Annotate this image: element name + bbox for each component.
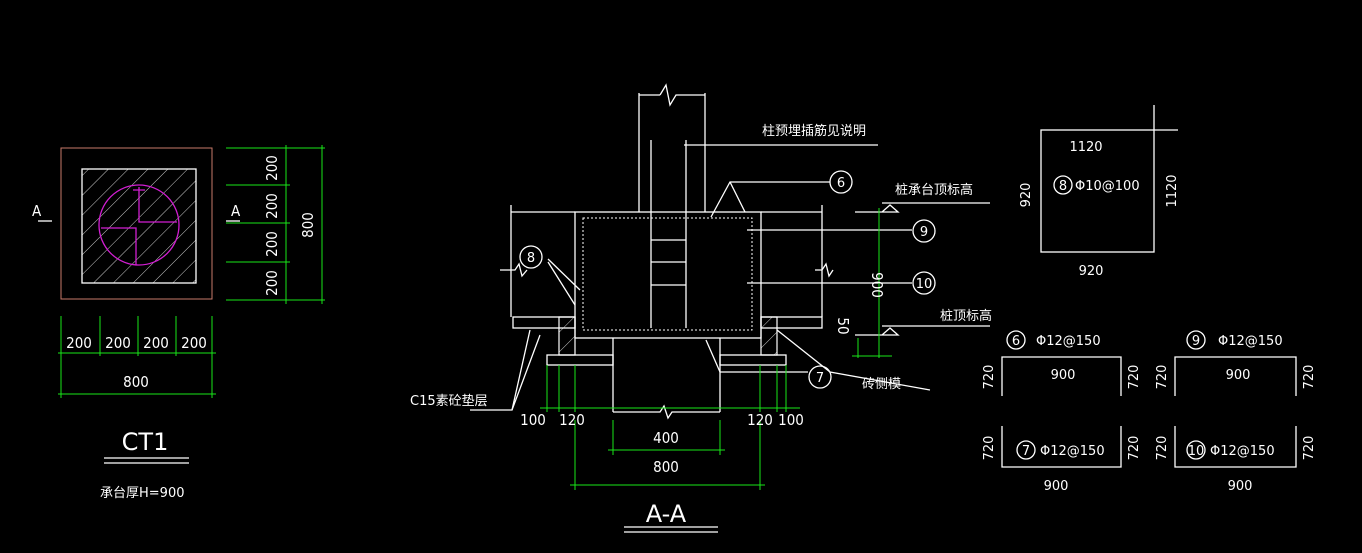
dim-400: 400 [653,429,679,447]
rebar-7-spec: Φ12@150 [1040,444,1105,459]
label-embed: 柱预埋插筋见说明 [762,123,866,139]
plan-dim-b1: 200 [66,334,92,352]
cushion-bottom-right [719,354,787,366]
label-cushion: C15素砼垫层 [410,393,488,409]
dim-800: 800 [653,458,679,476]
plan-dim-r4: 200 [263,270,281,296]
label-brick: 砖侧模 [862,377,901,392]
rebar-6-leg-l: 720 [982,365,997,390]
section-mark-left: A [32,202,42,220]
marker-6: 6 [837,176,845,191]
plan-dim-r1: 200 [263,155,281,181]
plan-view: A A 200 200 200 200 800 200 200 [32,145,325,501]
label-cap-top: 桩承台顶标高 [895,182,973,198]
dim-100-right: 100 [778,411,804,429]
rebar-10-leg-l: 720 [1155,436,1170,461]
rebar-10-no: 10 [1188,444,1205,459]
plan-dim-r2: 200 [263,193,281,219]
rebar-10-len: 900 [1228,479,1253,494]
rebar-schedule: 1120 920 920 1120 8 Φ10@100 6 Φ12@150 90… [982,105,1317,494]
rebar-7-leg-r: 720 [1127,436,1142,461]
rebar-8-shape [1040,129,1155,253]
cap-outline [60,147,213,300]
dim-100-left: 100 [520,411,546,429]
rebar-6-no: 6 [1012,334,1020,349]
pile [612,338,721,420]
marker-7: 7 [816,371,824,386]
rebar-8-no: 8 [1059,179,1067,194]
rebar-9-no: 9 [1192,334,1200,349]
plan-bottom-dims [58,316,216,398]
rebar-8-top: 1120 [1069,140,1102,155]
rebar-6-shape [1001,356,1122,396]
plan-dim-r-total: 800 [299,212,317,238]
rebar-7-len: 900 [1044,479,1069,494]
cushion-bottom-left [546,354,614,366]
rebar-7-shape [1001,426,1122,468]
cap-rebar [582,217,753,331]
rebar-9-shape [1174,356,1297,396]
pile-circle [98,184,180,266]
dim-50: 50 [834,317,852,334]
rebar-7-leg-l: 720 [982,436,997,461]
marker-10: 10 [916,277,933,292]
plan-dim-b3: 200 [143,334,169,352]
rebar-9-leg-r: 720 [1302,365,1317,390]
rebar-10-spec: Φ12@150 [1210,444,1275,459]
rebar-9-len: 900 [1226,368,1251,383]
rebar-8-bottom: 920 [1079,264,1104,279]
plan-dim-b2: 200 [105,334,131,352]
rebar-10-leg-r: 720 [1302,436,1317,461]
rebar-10-shape [1174,426,1297,468]
rebar-6-leg-r: 720 [1127,365,1142,390]
dim-900: 900 [868,272,886,298]
section-title: A-A [646,500,687,528]
pile-cap [574,211,762,339]
plan-dim-b-total: 800 [123,373,149,391]
section-dims [540,208,892,490]
rebar-9-spec: Φ12@150 [1218,334,1283,349]
dim-120-right: 120 [747,411,773,429]
plan-thickness-note: 承台厚H=900 [100,486,184,501]
section-view: 900 50 100 120 400 120 100 800 6 8 9 10 … [410,83,992,533]
rebar-8-right: 1120 [1165,174,1180,207]
rebar-9-leg-l: 720 [1155,365,1170,390]
rebar-6-len: 900 [1051,368,1076,383]
marker-8: 8 [527,251,535,266]
column [638,83,706,212]
section-mark-right: A [231,202,241,220]
plan-dim-r3: 200 [263,231,281,257]
pile-cross [101,187,177,265]
rebar-8-left: 920 [1019,183,1034,208]
label-pile-top: 桩顶标高 [940,308,992,324]
dim-120-left: 120 [559,411,585,429]
brick-forms [558,316,778,356]
rebar-8-spec: Φ10@100 [1075,179,1140,194]
plan-right-dims [226,145,325,304]
marker-9: 9 [920,225,928,240]
plan-name: CT1 [122,428,169,456]
plan-dim-b4: 200 [181,334,207,352]
rebar-7-no: 7 [1022,444,1030,459]
rebar-6-spec: Φ12@150 [1036,334,1101,349]
